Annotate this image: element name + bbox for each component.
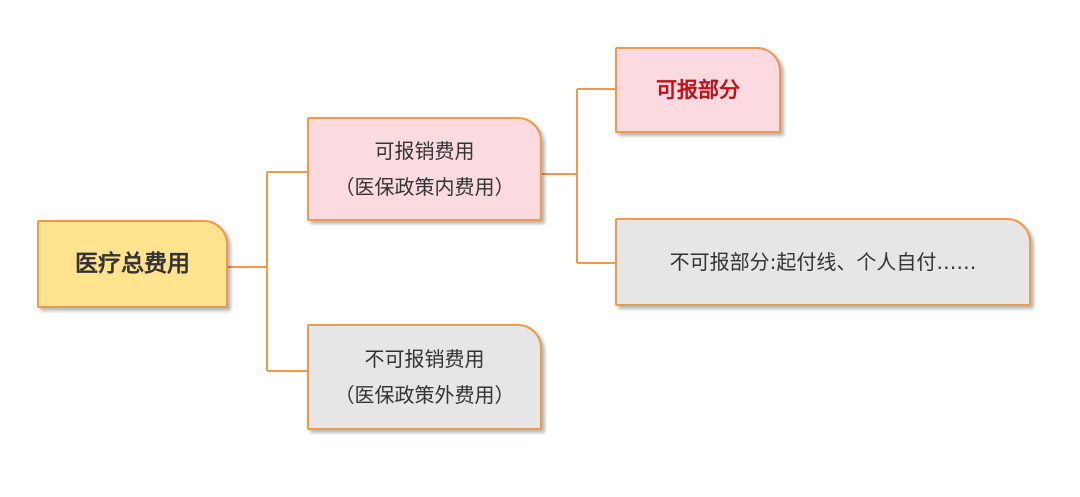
non-reimbursable-part-node: 不可报部分:起付线、个人自付…… (615, 218, 1031, 306)
non-reimbursable-cost-node: 不可报销费用 （医保政策外费用） (307, 324, 542, 430)
connector-reimbursable-to-parts (542, 88, 615, 264)
reimbursable-part-label: 可报部分 (656, 78, 740, 102)
connector-root-to-branches (228, 171, 307, 372)
non-reimbursable-cost-title: 不可报销费用 (364, 347, 485, 371)
reimbursable-cost-subtitle: （医保政策内费用） (334, 175, 515, 199)
root-node-total-medical-cost: 医疗总费用 (37, 220, 228, 308)
reimbursable-cost-title: 可报销费用 (374, 139, 475, 163)
reimbursable-part-node: 可报部分 (615, 47, 781, 133)
root-node-label: 医疗总费用 (75, 251, 190, 277)
reimbursable-cost-node: 可报销费用 （医保政策内费用） (307, 117, 542, 221)
non-reimbursable-cost-subtitle: （医保政策外费用） (334, 383, 515, 407)
non-reimbursable-part-label: 不可报部分:起付线、个人自付…… (669, 250, 977, 274)
